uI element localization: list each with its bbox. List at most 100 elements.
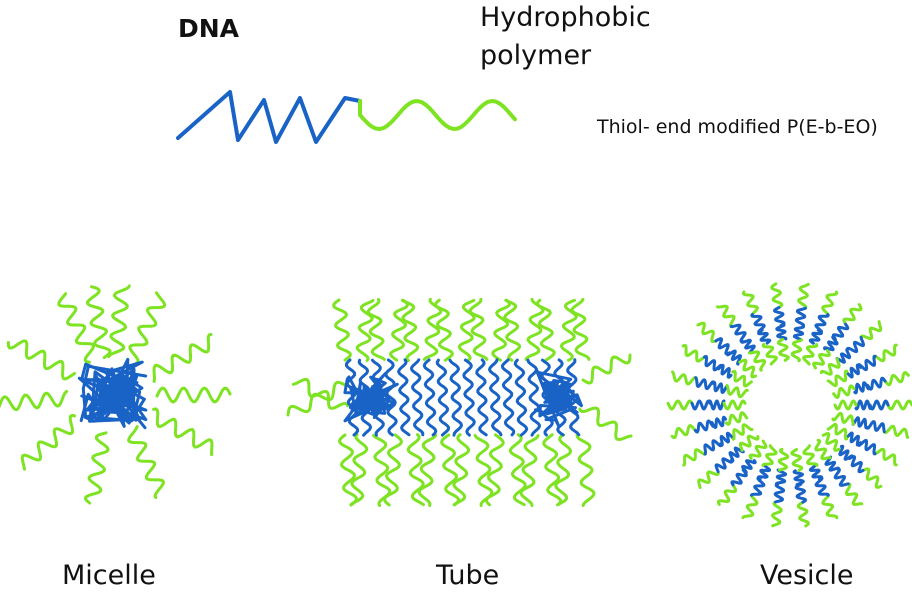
tube-corona-chain-top: [389, 298, 409, 362]
tube-corona-chain-top: [332, 298, 352, 362]
vesicle-outer-chain: [741, 290, 759, 316]
vesicle-dna-outer: [814, 476, 830, 497]
tube-assembly: [286, 297, 633, 507]
vesicle-dna-outer: [702, 354, 722, 372]
vesicle-dna-inner: [775, 323, 788, 341]
tube-dna-core-end: [544, 384, 572, 411]
vesicle-outer-chain: [771, 500, 783, 528]
vesicle-dna-outer: [730, 468, 748, 487]
tube-dna-core: [435, 358, 450, 437]
vesicle-dna-inner: [854, 399, 872, 411]
tube-corona-chain-top: [434, 298, 454, 362]
vesicle-inner-chain: [821, 432, 841, 452]
tube-corona-chain-bottom: [349, 433, 369, 507]
tube-corona-chain-top: [468, 297, 489, 361]
vesicle-inner-chain: [819, 357, 841, 376]
vesicle-outer-chain: [883, 371, 910, 387]
vesicle-dna-outer: [773, 306, 786, 327]
vesicle-dna-outer: [814, 313, 830, 333]
thiol-polymer-label: Thiol- end modified P(E-b-EO): [597, 116, 878, 138]
vesicle-inner-chain: [761, 342, 778, 366]
vesicle-outer-chain: [696, 321, 718, 344]
tube-corona-chain-bottom: [519, 434, 540, 507]
micelle-corona-chain: [57, 292, 96, 364]
vesicle-dna-outer: [868, 399, 890, 411]
vesicle-outer-chain: [821, 290, 839, 317]
vesicle-dna-outer: [794, 482, 808, 504]
vesicle-dna-inner: [808, 328, 823, 345]
vesicle-dna-inner: [756, 464, 772, 481]
vesicle-dna-outer: [865, 420, 886, 434]
vesicle-inner-chain: [831, 411, 855, 426]
tube-dna-core: [422, 358, 438, 437]
vesicle-dna-inner: [726, 349, 742, 366]
vesicle-dna-inner: [824, 455, 841, 472]
tube-dna-core-end: [357, 385, 384, 410]
vesicle-inner-chain: [777, 447, 790, 472]
vesicle-dna-inner: [740, 338, 756, 354]
tube-corona-chain-top: [422, 297, 443, 361]
tube-corona-chain-bottom: [383, 433, 403, 507]
vesicle-outer-chain: [886, 399, 912, 411]
vesicle-dna-outer: [694, 376, 715, 391]
vesicle-dna-outer: [866, 376, 887, 391]
vesicle-outer-chain: [882, 424, 910, 439]
vesicle-dna-inner: [808, 464, 824, 481]
vesicle-inner-chain: [724, 411, 749, 426]
vesicle-outer-chain: [770, 282, 784, 310]
vesicle-outer-chain: [681, 343, 706, 363]
vesicle-inner-chain: [738, 434, 760, 452]
vesicle-inner-chain: [790, 448, 804, 472]
micelle-corona-chain: [152, 333, 213, 383]
vesicle-dna-outer: [846, 336, 865, 354]
tube-corona-chain-bottom: [338, 433, 358, 507]
vesicle-dna-inner: [728, 446, 745, 463]
vesicle-inner-chain: [731, 369, 753, 388]
tube-corona-chain-top: [503, 298, 522, 362]
vesicle-inner-chain: [748, 439, 768, 460]
vesicle-dna-outer: [750, 312, 766, 333]
vesicle-dna-inner: [792, 324, 805, 342]
vesicle-outer-chain: [873, 343, 898, 363]
vesicle-dna-outer: [693, 419, 715, 434]
vesicle-dna-inner: [774, 468, 788, 486]
micelle-corona-chain: [83, 431, 110, 505]
tube-corona-chain-top: [401, 299, 420, 362]
vesicle-outer-chain: [797, 282, 810, 310]
vesicle-dna-outer: [714, 457, 734, 474]
vesicle-inner-chain: [802, 444, 819, 467]
vesicle-dna-inner: [741, 459, 757, 474]
vesicle-outer-chain: [844, 482, 864, 506]
vesicle-dna-outer: [857, 354, 877, 372]
tube-corona-chain-top: [535, 298, 556, 362]
tube-dna-core-end: [547, 381, 575, 410]
vesicle-dna-inner: [838, 444, 854, 461]
vesicle-inner-chain: [725, 383, 749, 399]
vesicle-dna-outer: [714, 337, 731, 356]
vesicle-dna-inner: [851, 416, 869, 430]
tube-corona-chain-bottom: [406, 433, 425, 507]
vesicle-dna-outer: [857, 438, 877, 456]
tube-dna-core: [513, 358, 529, 437]
micelle-corona-chain: [155, 386, 232, 404]
vesicle-outer-chain: [796, 500, 810, 528]
vesicle-dna-outer: [833, 467, 850, 487]
vesicle-dna-inner: [711, 380, 728, 394]
tube-dna-core-end: [533, 368, 577, 428]
vesicle-dna-outer: [690, 399, 712, 411]
vesicle-dna-inner: [853, 381, 870, 395]
tube-corona-chain-bottom: [417, 434, 438, 507]
vesicle-dna-inner: [792, 469, 805, 487]
vesicle-assembly: [666, 282, 912, 528]
vesicle-inner-chain: [832, 384, 856, 399]
vesicle-dna-inner: [710, 415, 727, 429]
vesicle-inner-chain: [722, 399, 747, 411]
vesicle-outer-chain: [717, 483, 738, 506]
vesicle-outer-chain: [861, 467, 883, 489]
vesicle-label: Vesicle: [760, 560, 854, 591]
tube-dna-core: [384, 358, 398, 437]
vesicle-inner-chain: [747, 350, 767, 372]
micelle-corona-chain: [127, 425, 165, 500]
vesicle-dna-outer: [729, 323, 747, 343]
